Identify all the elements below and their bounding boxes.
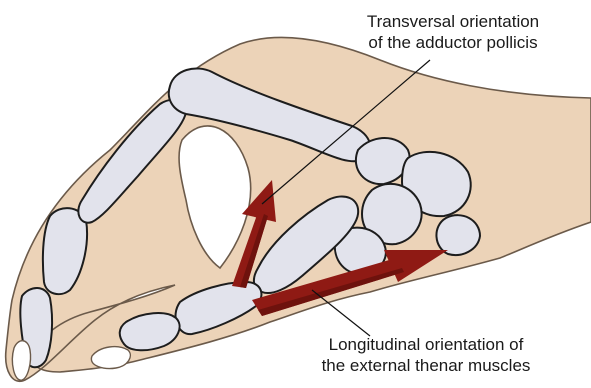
hamate-bone xyxy=(436,215,480,255)
thenar-label-line-2: the external thenar muscles xyxy=(266,355,586,376)
index-fingernail xyxy=(12,341,30,380)
adductor-label-line-2: of the adductor pollicis xyxy=(323,32,583,53)
external-thenar-muscles-label: Longitudinal orientation of the external… xyxy=(266,334,586,376)
adductor-label-line-1: Transversal orientation xyxy=(323,11,583,32)
thenar-label-line-1: Longitudinal orientation of xyxy=(266,334,586,355)
adductor-pollicis-label: Transversal orientation of the adductor … xyxy=(323,11,583,53)
